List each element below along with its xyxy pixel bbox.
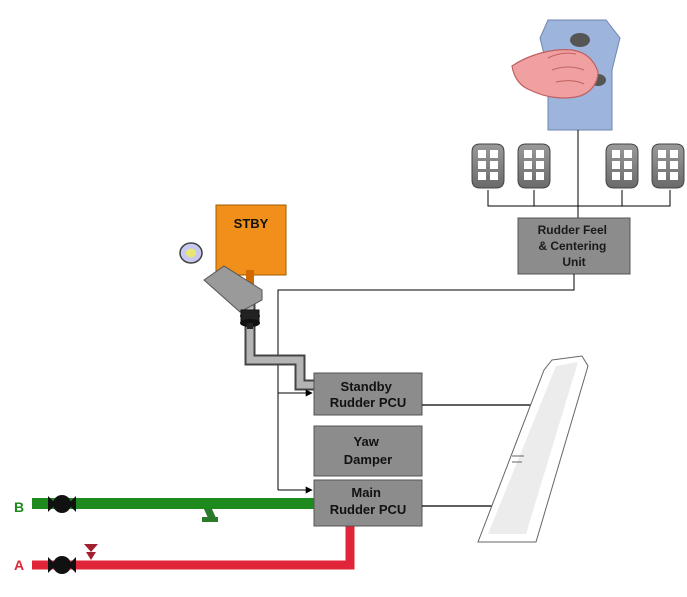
- valve-icon: [48, 495, 76, 513]
- rudder-pedal-icon: [517, 143, 551, 189]
- rudder-pedal-icon: [651, 143, 685, 189]
- pilot-hand-icon: [511, 19, 621, 131]
- rudder-pedal-icon: [471, 143, 505, 189]
- pedal-linkage: [487, 130, 671, 218]
- main-pcu-label-line1: Main: [351, 485, 381, 500]
- yaw-damper: Yaw Damper: [313, 425, 423, 477]
- system-b-label: B: [14, 499, 24, 515]
- main-rudder-pcu: Main Rudder PCU: [313, 479, 423, 527]
- valve-icon: [48, 556, 76, 574]
- system-a-label: A: [14, 557, 24, 573]
- filter-icon: [240, 309, 260, 329]
- svg-text:Rudder Feel & Centering: Rudder Feel & Centering Unit: [538, 223, 611, 269]
- standby-pcu-label-line1: Standby: [341, 379, 393, 394]
- system-b-line: [32, 498, 322, 522]
- input-arrows: [278, 389, 313, 494]
- feel-unit-label-line3: Unit: [562, 255, 585, 269]
- rudder-pedal-icon: [605, 143, 639, 189]
- svg-text:Yaw Damper: Yaw Damper: [344, 434, 392, 467]
- standby-rudder-pcu: Standby Rudder PCU: [313, 372, 423, 416]
- svg-text:Standby Rudder PCU: Standby Rudder PCU: [330, 379, 407, 410]
- feel-centering-unit: Rudder Feel & Centering Unit: [517, 217, 631, 275]
- svg-text:Main Rudder PCU: Main Rudder PCU: [330, 485, 407, 517]
- stby-label: STBY: [234, 216, 269, 231]
- standby-valve: [179, 242, 263, 313]
- standby-pump-icon: STBY: [215, 204, 287, 286]
- yaw-damper-label-line2: Damper: [344, 452, 392, 467]
- feel-unit-label-line1: Rudder Feel: [538, 223, 607, 237]
- standby-hydraulic-line: [244, 300, 316, 391]
- standby-pcu-label-line2: Rudder PCU: [330, 395, 407, 410]
- system-a-line: [32, 526, 355, 570]
- feel-unit-label-line2: & Centering: [538, 239, 606, 253]
- yaw-damper-label-line1: Yaw: [354, 434, 380, 449]
- output-arrows: [422, 400, 549, 511]
- rudder-surface-icon: [477, 355, 589, 543]
- main-pcu-label-line2: Rudder PCU: [330, 502, 407, 517]
- feel-unit-linkage: [277, 274, 575, 490]
